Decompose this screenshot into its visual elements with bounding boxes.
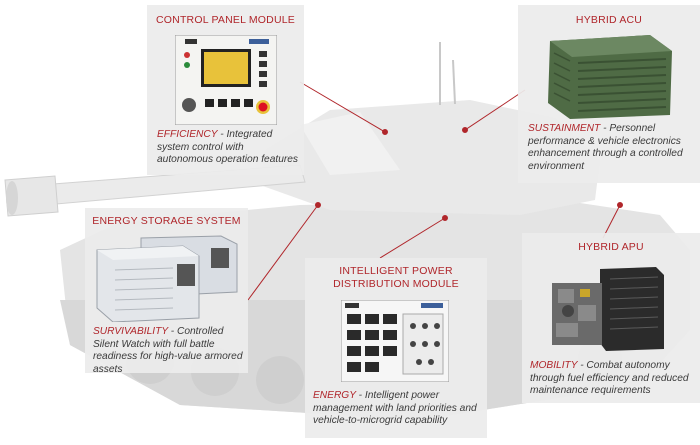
energy-keyword: ENERGY (313, 390, 356, 401)
power-distribution-module-panel: INTELLIGENT POWER DISTRIBUTION MODULE EN… (305, 258, 487, 438)
energy-text: - Intelligent power management with land… (313, 390, 477, 427)
control-panel-module-title: CONTROL PANEL MODULE (156, 14, 295, 26)
sustainment-keyword: SUSTAINMENT (528, 123, 601, 134)
hybrid-acu-image (548, 35, 672, 119)
survivability-text: - Controlled Silent Watch with full batt… (93, 326, 243, 375)
hybrid-apu-image (552, 267, 664, 351)
survivability-keyword: SURVIVABILITY (93, 326, 168, 337)
efficiency-keyword: EFFICIENCY (157, 129, 218, 140)
mobility-text: - Combat autonomy through fuel efficienc… (530, 360, 689, 397)
hybrid-acu-description: SUSTAINMENT - Personnel performance & ve… (528, 123, 696, 173)
power-distribution-image (341, 300, 449, 382)
power-distribution-title-line-1: INTELLIGENT POWER (339, 265, 453, 277)
energy-storage-image (96, 235, 238, 322)
energy-storage-system-title: ENERGY STORAGE SYSTEM (92, 215, 241, 227)
control-panel-module-panel: CONTROL PANEL MODULE EFFICIENCY - Integr… (147, 5, 304, 175)
sustainment-text: - Personnel performance & vehicle electr… (528, 123, 683, 172)
control-panel-device-image (175, 35, 277, 125)
power-distribution-module-title: INTELLIGENT POWER DISTRIBUTION MODULE (305, 265, 487, 291)
hybrid-acu-title: HYBRID ACU (575, 14, 643, 26)
power-distribution-title-line-2: DISTRIBUTION MODULE (333, 278, 459, 290)
hybrid-apu-title: HYBRID APU (578, 241, 644, 253)
hybrid-apu-description: MOBILITY - Combat autonomy through fuel … (530, 360, 698, 398)
efficiency-text: - Integrated system control with autonom… (157, 129, 299, 166)
energy-storage-description: SURVIVABILITY - Controlled Silent Watch … (93, 326, 245, 376)
hybrid-apu-panel: HYBRID APU MOBILITY - Combat autonomy th… (522, 233, 700, 403)
energy-storage-system-panel: ENERGY STORAGE SYSTEM SURVIVABILITY - Co… (85, 208, 248, 376)
power-distribution-description: ENERGY - Intelligent power management wi… (313, 390, 485, 428)
control-panel-module-description: EFFICIENCY - Integrated system control w… (157, 129, 302, 167)
mobility-keyword: MOBILITY (530, 360, 578, 371)
hybrid-acu-panel: HYBRID ACU SUSTAINMENT - Personnel perfo… (518, 5, 700, 183)
